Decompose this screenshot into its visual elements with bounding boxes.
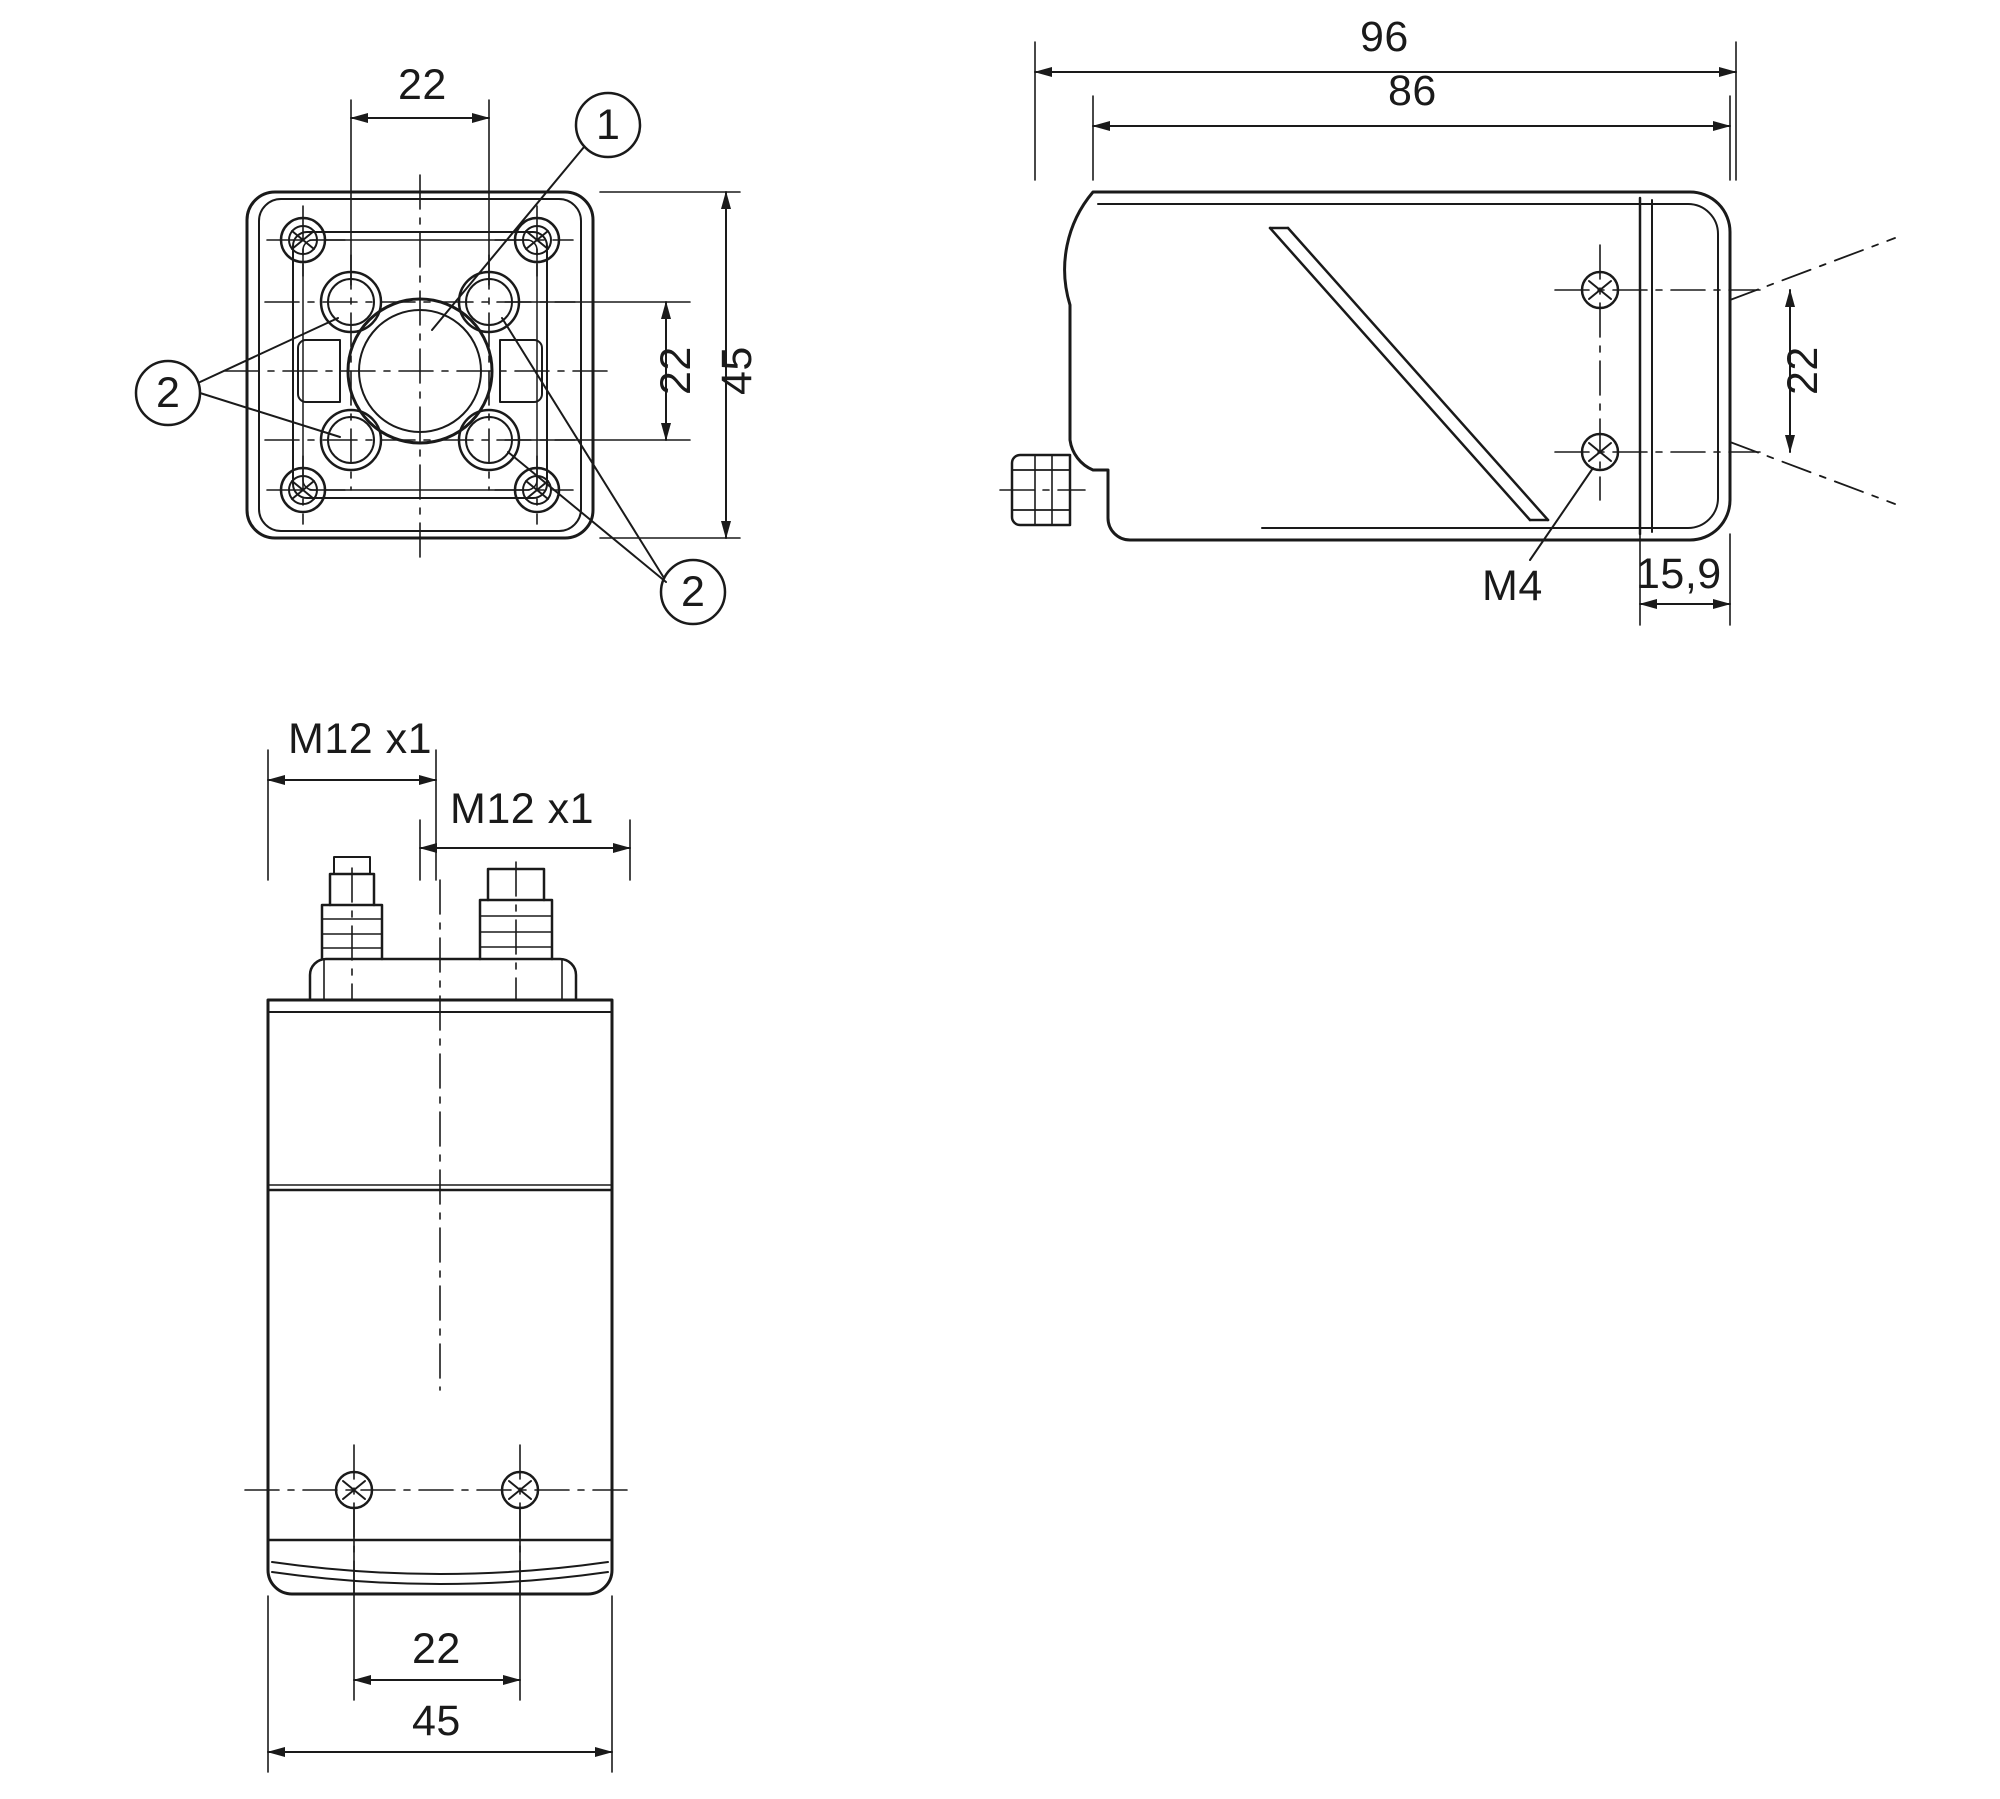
- balloon-2-left-label: 2: [156, 369, 180, 417]
- side-view-dim-96: 96: [1360, 13, 1409, 61]
- rear-view-dim-m12x1-right: M12 x1: [450, 785, 595, 833]
- front-view-dim-22-vertical: 22: [652, 346, 700, 395]
- side-view-dim-m4: M4: [1482, 562, 1543, 610]
- front-view-dim-45-vertical: 45: [713, 346, 761, 395]
- rear-view-dim-22: 22: [412, 1625, 461, 1673]
- side-view-dim-86: 86: [1388, 67, 1437, 115]
- side-view-dim-15-9: 15,9: [1636, 550, 1722, 598]
- rear-view-dim-m12x1-left: M12 x1: [288, 715, 433, 763]
- balloon-1-label: 1: [596, 101, 620, 149]
- side-view-geometry: [999, 41, 1896, 626]
- front-view-geometry: [134, 91, 741, 626]
- balloon-2-bottom-label: 2: [681, 568, 705, 616]
- side-view-dim-22: 22: [1779, 346, 1827, 395]
- front-view-dim-22-horizontal: 22: [398, 61, 447, 109]
- rear-view-dim-45: 45: [412, 1697, 461, 1745]
- rear-view-geometry: [244, 749, 631, 1773]
